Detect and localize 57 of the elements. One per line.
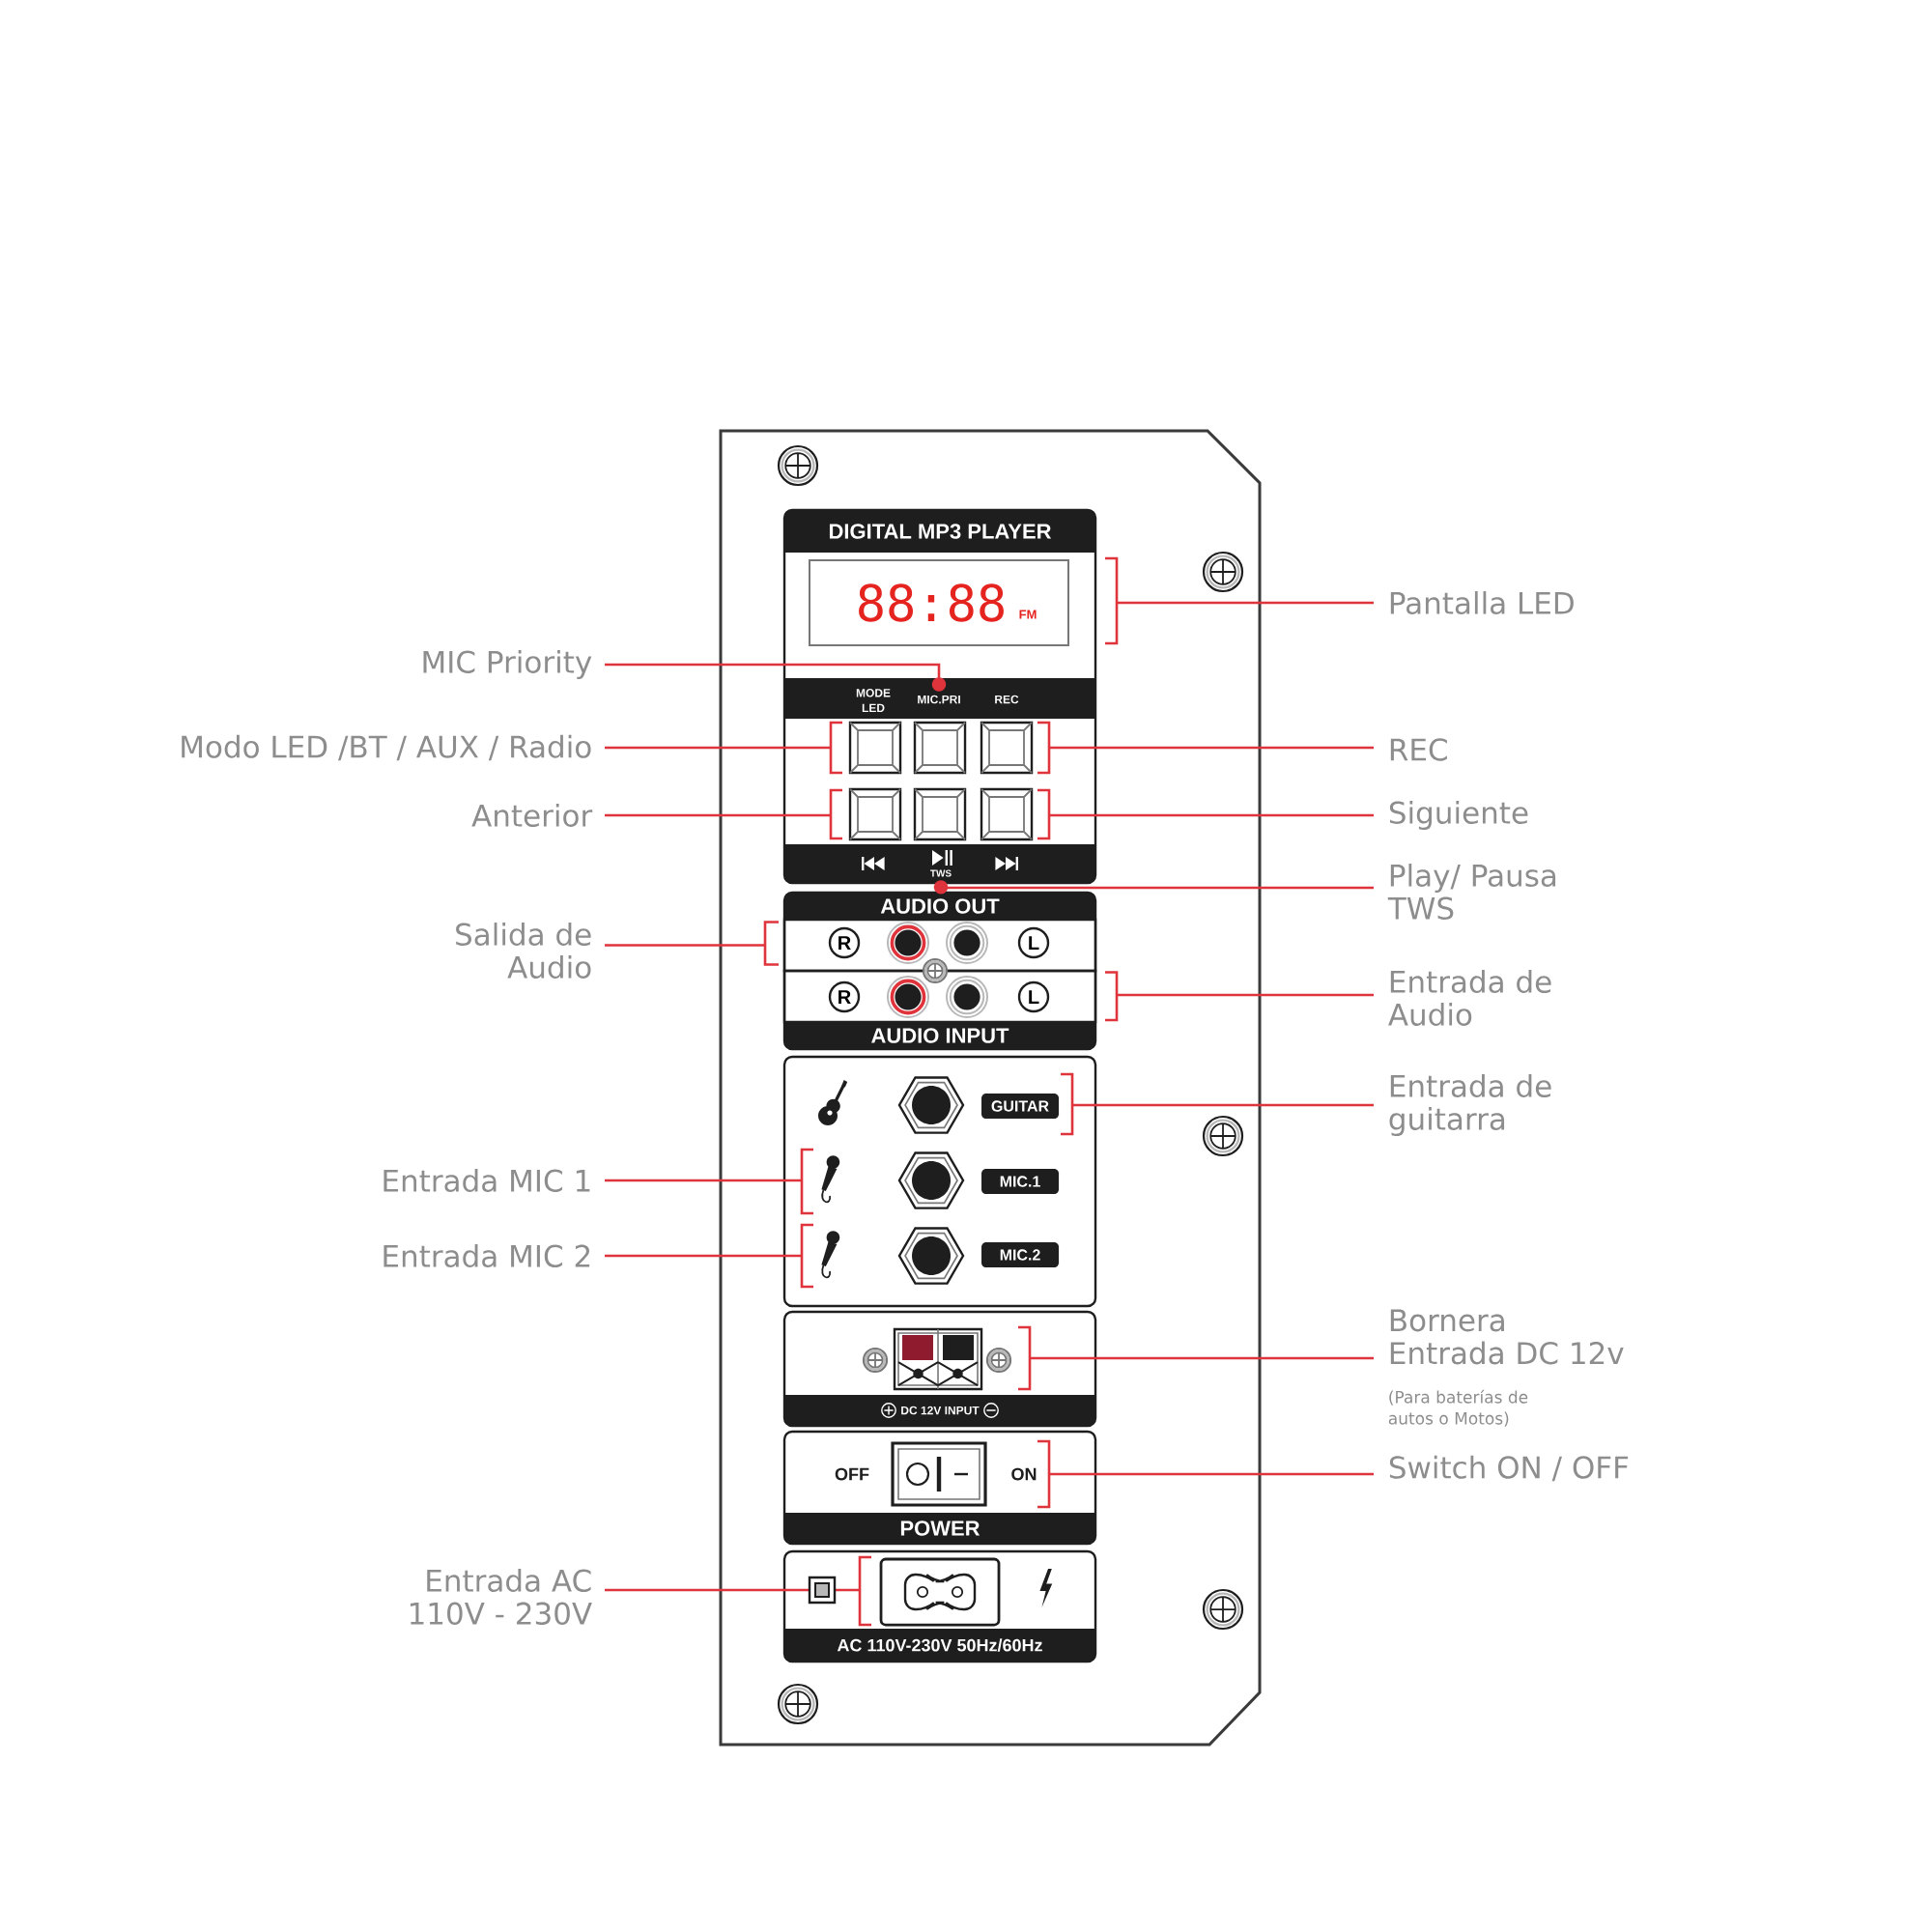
callout-text: Entrada de guitarra [1389,1074,1551,1137]
leader-line [933,880,1374,895]
leader-line [1049,813,1374,817]
leader-line [1117,993,1374,997]
callout-text: Switch ON / OFF [1389,1455,1629,1482]
push-button [913,721,967,775]
leader-line [605,1254,802,1258]
callout-text: REC [1390,738,1447,761]
leader-line [605,1179,802,1182]
callout-text: Entrada MIC 2 [384,1244,590,1267]
callout-text: Entrada de Audio [1388,970,1551,1026]
title-bar: AUDIO OUT [784,893,1095,920]
callout-text: Salida de Audio [456,923,591,979]
callout-text: Pantalla LED [1390,591,1574,614]
input-tag: MIC.2 [981,1242,1059,1267]
input-tag: GUITAR [981,1094,1059,1119]
push-button [980,787,1034,841]
push-button [848,721,902,775]
channel-label: L [1017,980,1050,1013]
push-button [980,721,1034,775]
power-socket [879,1557,1001,1627]
callout-text: Anterior [471,804,593,827]
microphone-icon [821,1155,840,1204]
push-button [913,787,967,841]
channel-label: R [828,926,861,959]
leader-line [1030,1356,1374,1360]
leader-line [605,1588,860,1592]
callout-text: Bornera Entrada DC 12v (Para baterías de autos o Motos) [1388,1309,1624,1427]
leader-line [1049,746,1374,750]
leader-line [605,746,831,750]
leader-line [605,944,765,947]
push-button [848,787,902,841]
callout-text: Play/ Pausa TWS [1387,864,1556,920]
switch-label: ON [1011,1467,1037,1481]
channel-label: L [1017,926,1050,959]
leader-line [1072,1103,1374,1107]
display-digits: 88:88 [859,583,1004,622]
device-panel [719,429,1262,1747]
leader-line [605,663,947,692]
input-tag: MIC.1 [981,1169,1059,1194]
title-bar: AC 110V-230V 50Hz/60Hz [784,1629,1095,1662]
title-bar: DIGITAL MP3 PLAYER [784,510,1095,553]
title-bar: POWER [784,1513,1095,1544]
rocker-switch [891,1441,987,1507]
microphone-icon [821,1231,840,1279]
callout-text: Siguiente [1389,801,1528,830]
terminal-block [893,1327,983,1391]
title-bar: AUDIO INPUT [784,1022,1095,1049]
leader-line [1049,1472,1374,1476]
switch-label: OFF [835,1467,869,1481]
channel-label: R [828,980,861,1013]
callout-text: Entrada AC 110V - 230V [410,1569,592,1625]
leader-line [605,813,831,817]
callout-text: MIC Priority [423,650,592,679]
leader-line [1117,601,1374,605]
callout-text: Entrada MIC 1 [384,1169,590,1192]
callout-text: Modo LED /BT / AUX / Radio [182,734,591,761]
